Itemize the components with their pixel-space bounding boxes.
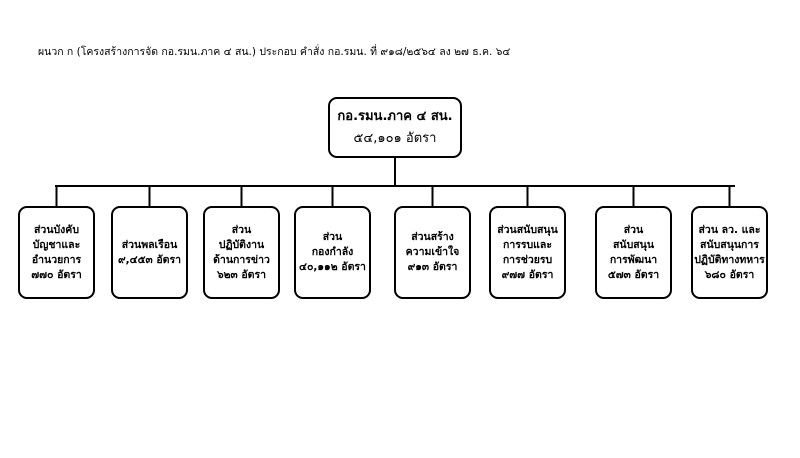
root-title: กอ.รมน.ภาค ๔ สน. <box>337 108 453 124</box>
unit-name-line: ส่วนสนับสนุน <box>497 223 558 236</box>
unit-name-line: ส่วน <box>322 231 343 243</box>
unit-count: ๖๘๐ อัตรา <box>704 268 755 281</box>
unit-name-line: การรบและ <box>502 238 553 251</box>
org-root-box: กอ.รมน.ภาค ๔ สน. ๕๔,๑๐๑ อัตรา <box>328 97 462 158</box>
unit-name-line: ส่วน <box>231 223 252 236</box>
unit-name-line: การช่วยรบ <box>502 253 553 266</box>
org-unit-box-3: ส่วนปฏิบัติงานด้านการข่าว๖๒๓ อัตรา <box>203 206 280 299</box>
unit-name-line: การพัฒนา <box>609 253 658 266</box>
org-unit-box-6: ส่วนสนับสนุนการรบและการช่วยรบ๙๗๗ อัตรา <box>489 206 566 299</box>
unit-count: ๙๗๗ อัตรา <box>501 268 554 281</box>
org-unit-box-5: ส่วนสร้างความเข้าใจ๙๑๓ อัตรา <box>394 206 471 299</box>
unit-count: ๗๗๐ อัตรา <box>31 268 82 281</box>
unit-name-line: ส่วนบังคับ <box>34 223 79 236</box>
org-unit-box-2: ส่วนพลเรือน๙,๔๕๓ อัตรา <box>111 206 188 299</box>
unit-count: ๙๑๓ อัตรา <box>407 261 458 273</box>
root-count: ๕๔,๑๐๑ อัตรา <box>353 130 437 146</box>
unit-name-line: บัญชาและ <box>32 238 81 251</box>
unit-count: ๖๒๓ อัตรา <box>216 268 267 281</box>
unit-name-line: กองกำลัง <box>311 246 354 258</box>
unit-name-line: สนับสนุนการ <box>700 238 759 251</box>
unit-name-line: ส่วนพลเรือน <box>121 238 178 251</box>
unit-count: ๕๗๓ อัตรา <box>607 268 660 281</box>
unit-name-line: อำนวยการ <box>31 253 82 266</box>
unit-name-line: ด้านการข่าว <box>213 253 270 266</box>
org-unit-box-8: ส่วน ลว. และสนับสนุนการปฏิบัติทางทหาร๖๘๐… <box>691 206 768 299</box>
unit-count: ๙,๔๕๓ อัตรา <box>117 253 182 266</box>
unit-name-line: ความเข้าใจ <box>405 246 460 258</box>
unit-name-line: ปฏิบัติทางทหาร <box>694 253 765 266</box>
org-unit-box-7: ส่วนสนับสนุนการพัฒนา๕๗๓ อัตรา <box>595 206 672 299</box>
connector-drops <box>55 186 731 206</box>
document-caption: ผนวก ก (โครงสร้างการจัด กอ.รมน.ภาค ๔ สน.… <box>38 46 511 58</box>
unit-name-line: สนับสนุน <box>612 238 654 251</box>
unit-name-line: ปฏิบัติงาน <box>218 238 265 251</box>
unit-name-line: ส่วน ลว. และ <box>698 223 761 236</box>
unit-name-line: ส่วนสร้าง <box>411 231 454 243</box>
org-unit-box-1: ส่วนบังคับบัญชาและอำนวยการ๗๗๐ อัตรา <box>18 206 95 299</box>
unit-name-line: ส่วน <box>623 223 644 236</box>
unit-count: ๔๐,๑๑๒ อัตรา <box>299 261 366 273</box>
org-unit-box-4: ส่วนกองกำลัง๔๐,๑๑๒ อัตรา <box>294 206 371 299</box>
